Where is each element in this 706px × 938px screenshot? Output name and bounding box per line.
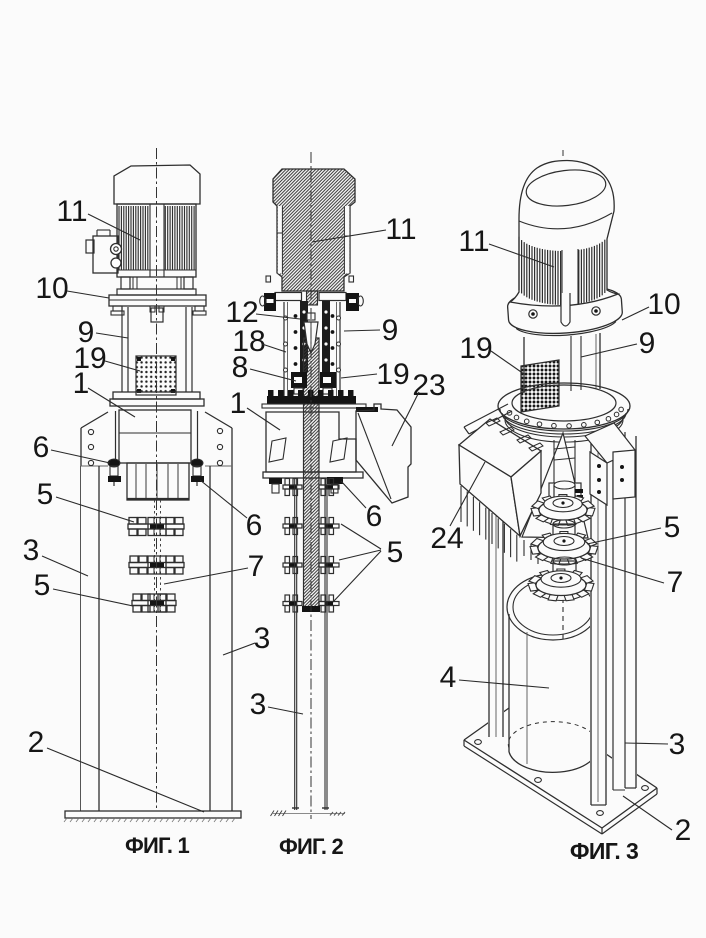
svg-text:11: 11 <box>56 195 87 228</box>
svg-text:23: 23 <box>412 369 445 402</box>
svg-text:5: 5 <box>37 478 54 511</box>
svg-text:10: 10 <box>35 272 68 305</box>
svg-text:2: 2 <box>675 814 692 847</box>
svg-text:8: 8 <box>232 351 249 384</box>
svg-text:6: 6 <box>246 509 263 542</box>
svg-text:ФИГ. 1: ФИГ. 1 <box>125 833 190 858</box>
svg-text:6: 6 <box>33 431 50 464</box>
svg-text:1: 1 <box>73 367 90 400</box>
svg-text:5: 5 <box>387 536 404 569</box>
svg-text:3: 3 <box>254 622 271 655</box>
svg-text:18: 18 <box>232 325 265 358</box>
svg-text:2: 2 <box>28 726 45 759</box>
svg-text:24: 24 <box>430 522 463 555</box>
svg-text:3: 3 <box>250 688 267 721</box>
svg-text:ФИГ. 3: ФИГ. 3 <box>570 838 638 864</box>
svg-text:7: 7 <box>667 566 684 599</box>
svg-text:3: 3 <box>669 728 686 761</box>
svg-text:ФИГ. 2: ФИГ. 2 <box>279 834 344 859</box>
svg-text:19: 19 <box>73 342 106 375</box>
svg-text:12: 12 <box>225 296 258 329</box>
svg-text:4: 4 <box>440 661 457 694</box>
svg-text:19: 19 <box>459 332 492 365</box>
svg-text:9: 9 <box>639 327 656 360</box>
svg-text:3: 3 <box>23 534 40 567</box>
svg-text:1: 1 <box>230 387 247 420</box>
svg-text:9: 9 <box>78 316 95 349</box>
svg-text:10: 10 <box>647 288 680 321</box>
svg-text:19: 19 <box>376 358 409 391</box>
svg-text:6: 6 <box>366 500 383 533</box>
svg-text:11: 11 <box>458 225 489 258</box>
svg-text:5: 5 <box>34 569 51 602</box>
svg-text:7: 7 <box>248 550 265 583</box>
svg-text:11: 11 <box>385 213 416 246</box>
svg-text:5: 5 <box>664 511 681 544</box>
svg-text:9: 9 <box>382 314 399 347</box>
